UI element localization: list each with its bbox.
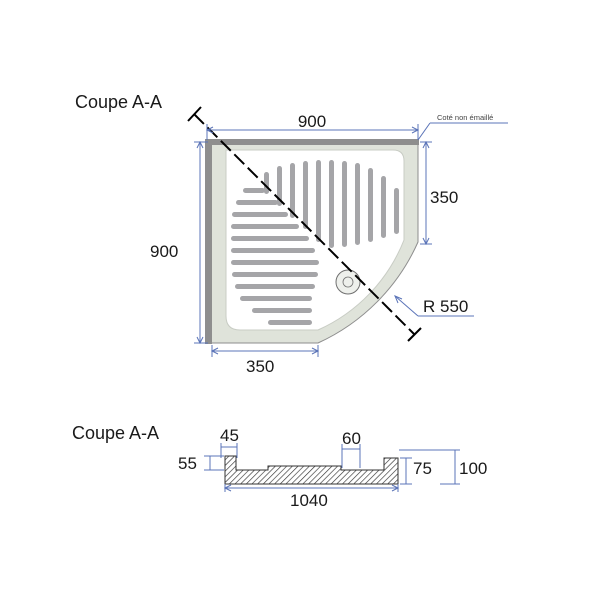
unglazed-left-edge bbox=[205, 139, 212, 344]
dimension-inner-width-label: 350 bbox=[246, 357, 274, 376]
dimension-inner-width bbox=[210, 345, 320, 357]
section-profile bbox=[224, 455, 399, 485]
plan-view: Coupe A-A bbox=[75, 92, 508, 376]
dimension-total-height-label: 100 bbox=[459, 459, 487, 478]
plan-section-label: Coupe A-A bbox=[75, 92, 162, 112]
section-view-label: Coupe A-A bbox=[72, 423, 159, 443]
dimension-inner-height-label: 350 bbox=[430, 188, 458, 207]
unglazed-note: Coté non émaillé bbox=[437, 113, 493, 122]
section-view: Coupe A-A 45 60 55 75 bbox=[72, 423, 487, 510]
dimension-total-length-label: 1040 bbox=[290, 491, 328, 510]
dimension-drain-width bbox=[341, 444, 361, 468]
dimension-rim-height bbox=[204, 455, 224, 471]
dimension-rim-width-label: 45 bbox=[220, 426, 239, 445]
dimension-inner-height bbox=[420, 140, 432, 246]
drain bbox=[335, 269, 361, 295]
dimension-rim-height-label: 55 bbox=[178, 454, 197, 473]
radius-arrow bbox=[394, 295, 403, 304]
unglazed-top-edge bbox=[207, 139, 419, 145]
dimension-total-height bbox=[399, 449, 460, 485]
dimension-height-label: 900 bbox=[150, 242, 178, 261]
vertical-grooves bbox=[264, 160, 399, 248]
dimension-inner-depth bbox=[400, 457, 412, 485]
radius-leader bbox=[394, 295, 419, 317]
radius-label: R 550 bbox=[423, 297, 468, 316]
dimension-width-label: 900 bbox=[298, 112, 326, 131]
note-leader bbox=[417, 122, 431, 141]
dimension-total-length bbox=[223, 484, 400, 492]
section-line bbox=[187, 106, 422, 342]
horizontal-grooves bbox=[231, 188, 319, 325]
dimension-height bbox=[194, 140, 208, 345]
dimension-drain-width-label: 60 bbox=[342, 429, 361, 448]
dimension-width bbox=[205, 124, 420, 140]
dimension-inner-depth-label: 75 bbox=[413, 459, 432, 478]
